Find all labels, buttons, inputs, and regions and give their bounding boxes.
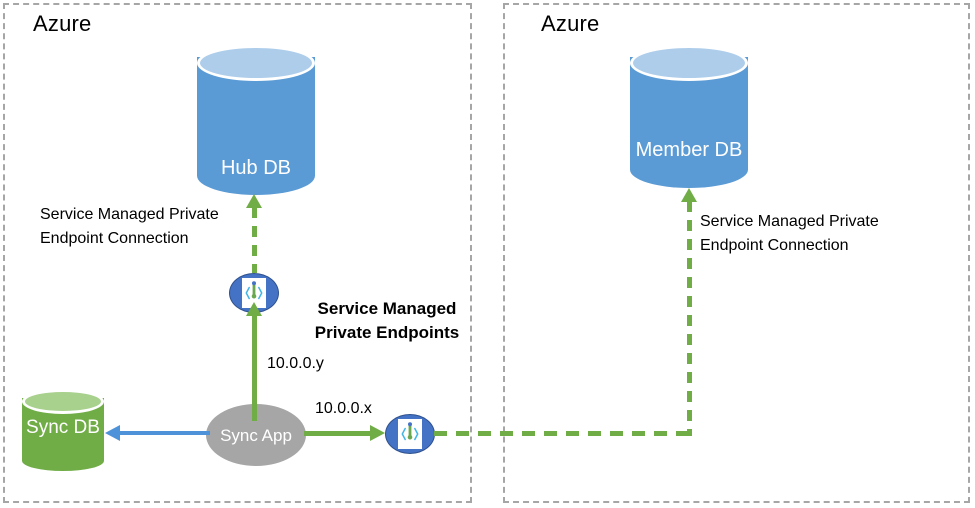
annotation-service-managed-private-endpoints: Service Managed Private Endpoints (314, 299, 460, 342)
connector-member-endpoint-to-member-db (687, 201, 692, 436)
ip-label-hub: 10.0.0.y (267, 355, 324, 372)
sync-db-node[interactable]: Sync DB (22, 389, 104, 471)
cylinder-top (630, 45, 748, 81)
arrowhead-hub-endpoint-to-hub-db (246, 194, 262, 208)
cylinder-top (22, 389, 104, 414)
arrowhead-to-member-db (681, 188, 697, 202)
arrowhead-syncapp-to-member-endpoint (370, 425, 385, 441)
cylinder-top (197, 45, 315, 81)
hub-db-node[interactable]: Hub DB (197, 45, 315, 195)
connector-syncapp-to-hub-endpoint (252, 313, 257, 421)
azure-boundary-left (3, 3, 472, 503)
arrowhead-syncapp-to-hub-endpoint (246, 302, 262, 316)
private-endpoint-member-node[interactable] (385, 414, 435, 454)
azure-label-right: Azure (541, 11, 600, 36)
member-db-node[interactable]: Member DB (630, 45, 748, 188)
arrowhead-syncapp-to-sync-db (105, 425, 120, 441)
ip-label-member: 10.0.0.x (315, 400, 372, 417)
annotation-member-connection: Service Managed Private Endpoint Connect… (700, 213, 879, 254)
private-endpoint-icon (398, 419, 422, 449)
connector-hub-endpoint-to-hub-db (252, 207, 257, 273)
sync-app-label: Sync App (220, 425, 292, 445)
annotation-hub-connection: Service Managed Private Endpoint Connect… (40, 206, 219, 247)
connector-syncapp-to-member-endpoint (304, 431, 372, 436)
azure-boundary-right (503, 3, 970, 503)
connector-member-endpoint-horizontal (434, 431, 692, 436)
azure-label-left: Azure (33, 11, 92, 36)
connector-syncapp-to-sync-db (120, 431, 210, 435)
